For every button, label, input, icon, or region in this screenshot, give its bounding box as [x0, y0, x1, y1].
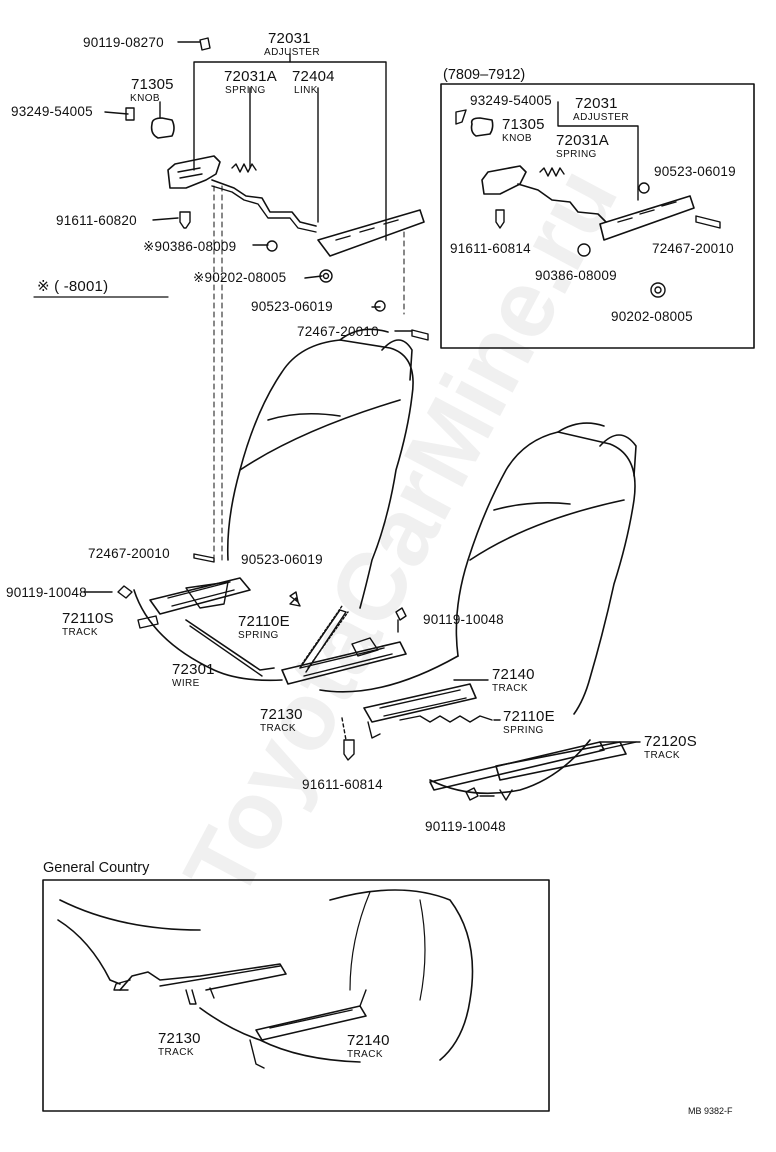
track-assembly-drawing [83, 553, 641, 801]
label-90523-06019-mid: 90523-06019 [241, 552, 323, 567]
label-91611-60820: 91611-60820 [56, 213, 137, 228]
label-90386-08009: ※90386-08009 [143, 239, 237, 254]
label-72404-sub: LINK [294, 85, 318, 96]
general-country-drawing [57, 889, 474, 1069]
label-90119-08270: 90119-08270 [83, 35, 164, 50]
label-72110S: 72110S [62, 610, 114, 627]
seat-right-drawing [319, 422, 637, 795]
label-72031A: 72031A [224, 68, 277, 85]
label-72467-20010-mid: 72467-20010 [88, 546, 170, 561]
label-72301: 72301 [172, 661, 215, 678]
general-label-72140: 72140 [347, 1032, 390, 1049]
label-91611-60814-mid: 91611-60814 [302, 777, 383, 792]
inset-label-93249-54005: 93249-54005 [470, 93, 552, 108]
label-90202-08005: ※90202-08005 [193, 270, 287, 285]
label-72110E-right-sub: SPRING [503, 725, 544, 736]
inset-label-90202-08005: 90202-08005 [611, 309, 693, 324]
footer-code: MB 9382-F [688, 1106, 733, 1116]
inset-label-71305: 71305 [502, 116, 545, 133]
inset-label-72031A: 72031A [556, 132, 609, 149]
inset-label-72467-20010: 72467-20010 [652, 241, 734, 256]
inset-drawing [455, 101, 721, 298]
label-72031A-sub: SPRING [225, 85, 266, 96]
label-72467-20010: 72467-20010 [297, 324, 379, 339]
inset-label-72031A-sub: SPRING [556, 149, 597, 160]
inset-label-90523-06019: 90523-06019 [654, 164, 736, 179]
label-90119-10048-left: 90119-10048 [6, 585, 87, 600]
label-72301-sub: WIRE [172, 678, 200, 689]
label-72140-sub: TRACK [492, 683, 528, 694]
general-label-72140-sub: TRACK [347, 1049, 383, 1060]
inset-label-72031: 72031 [575, 95, 618, 112]
general-country-frame [42, 879, 550, 1112]
label-72110E-left: 72110E [238, 613, 290, 630]
label-72031-sub: ADJUSTER [264, 47, 320, 58]
label-72140: 72140 [492, 666, 535, 683]
label-72110S-sub: TRACK [62, 627, 98, 638]
label-72404: 72404 [292, 68, 335, 85]
seat-left-drawing [133, 328, 414, 682]
label-note: ※ ( -8001) [37, 278, 109, 295]
label-90119-10048-mid: 90119-10048 [423, 612, 504, 627]
label-90523-06019: 90523-06019 [251, 299, 333, 314]
label-71305: 71305 [131, 76, 174, 93]
label-90119-10048-bottom: 90119-10048 [425, 819, 506, 834]
general-label-72130: 72130 [158, 1030, 201, 1047]
inset-label-91611-60814: 91611-60814 [450, 241, 531, 256]
inset-frame [440, 83, 755, 349]
label-72120S: 72120S [644, 733, 697, 750]
label-72031: 72031 [268, 30, 311, 47]
label-72110E-left-sub: SPRING [238, 630, 279, 641]
label-71305-sub: KNOB [130, 93, 160, 104]
adjuster-assembly-drawing [104, 37, 429, 561]
inset-label-90386-08009: 90386-08009 [535, 268, 617, 283]
general-country-title: General Country [43, 860, 150, 876]
general-label-72130-sub: TRACK [158, 1047, 194, 1058]
inset-title: (7809–7912) [443, 67, 526, 83]
label-72130-sub: TRACK [260, 723, 296, 734]
label-72110E-right: 72110E [503, 708, 555, 725]
inset-label-71305-sub: KNOB [502, 133, 532, 144]
label-93249-54005: 93249-54005 [11, 104, 93, 119]
label-72120S-sub: TRACK [644, 750, 680, 761]
label-72130: 72130 [260, 706, 303, 723]
inset-label-72031-sub: ADJUSTER [573, 112, 629, 123]
